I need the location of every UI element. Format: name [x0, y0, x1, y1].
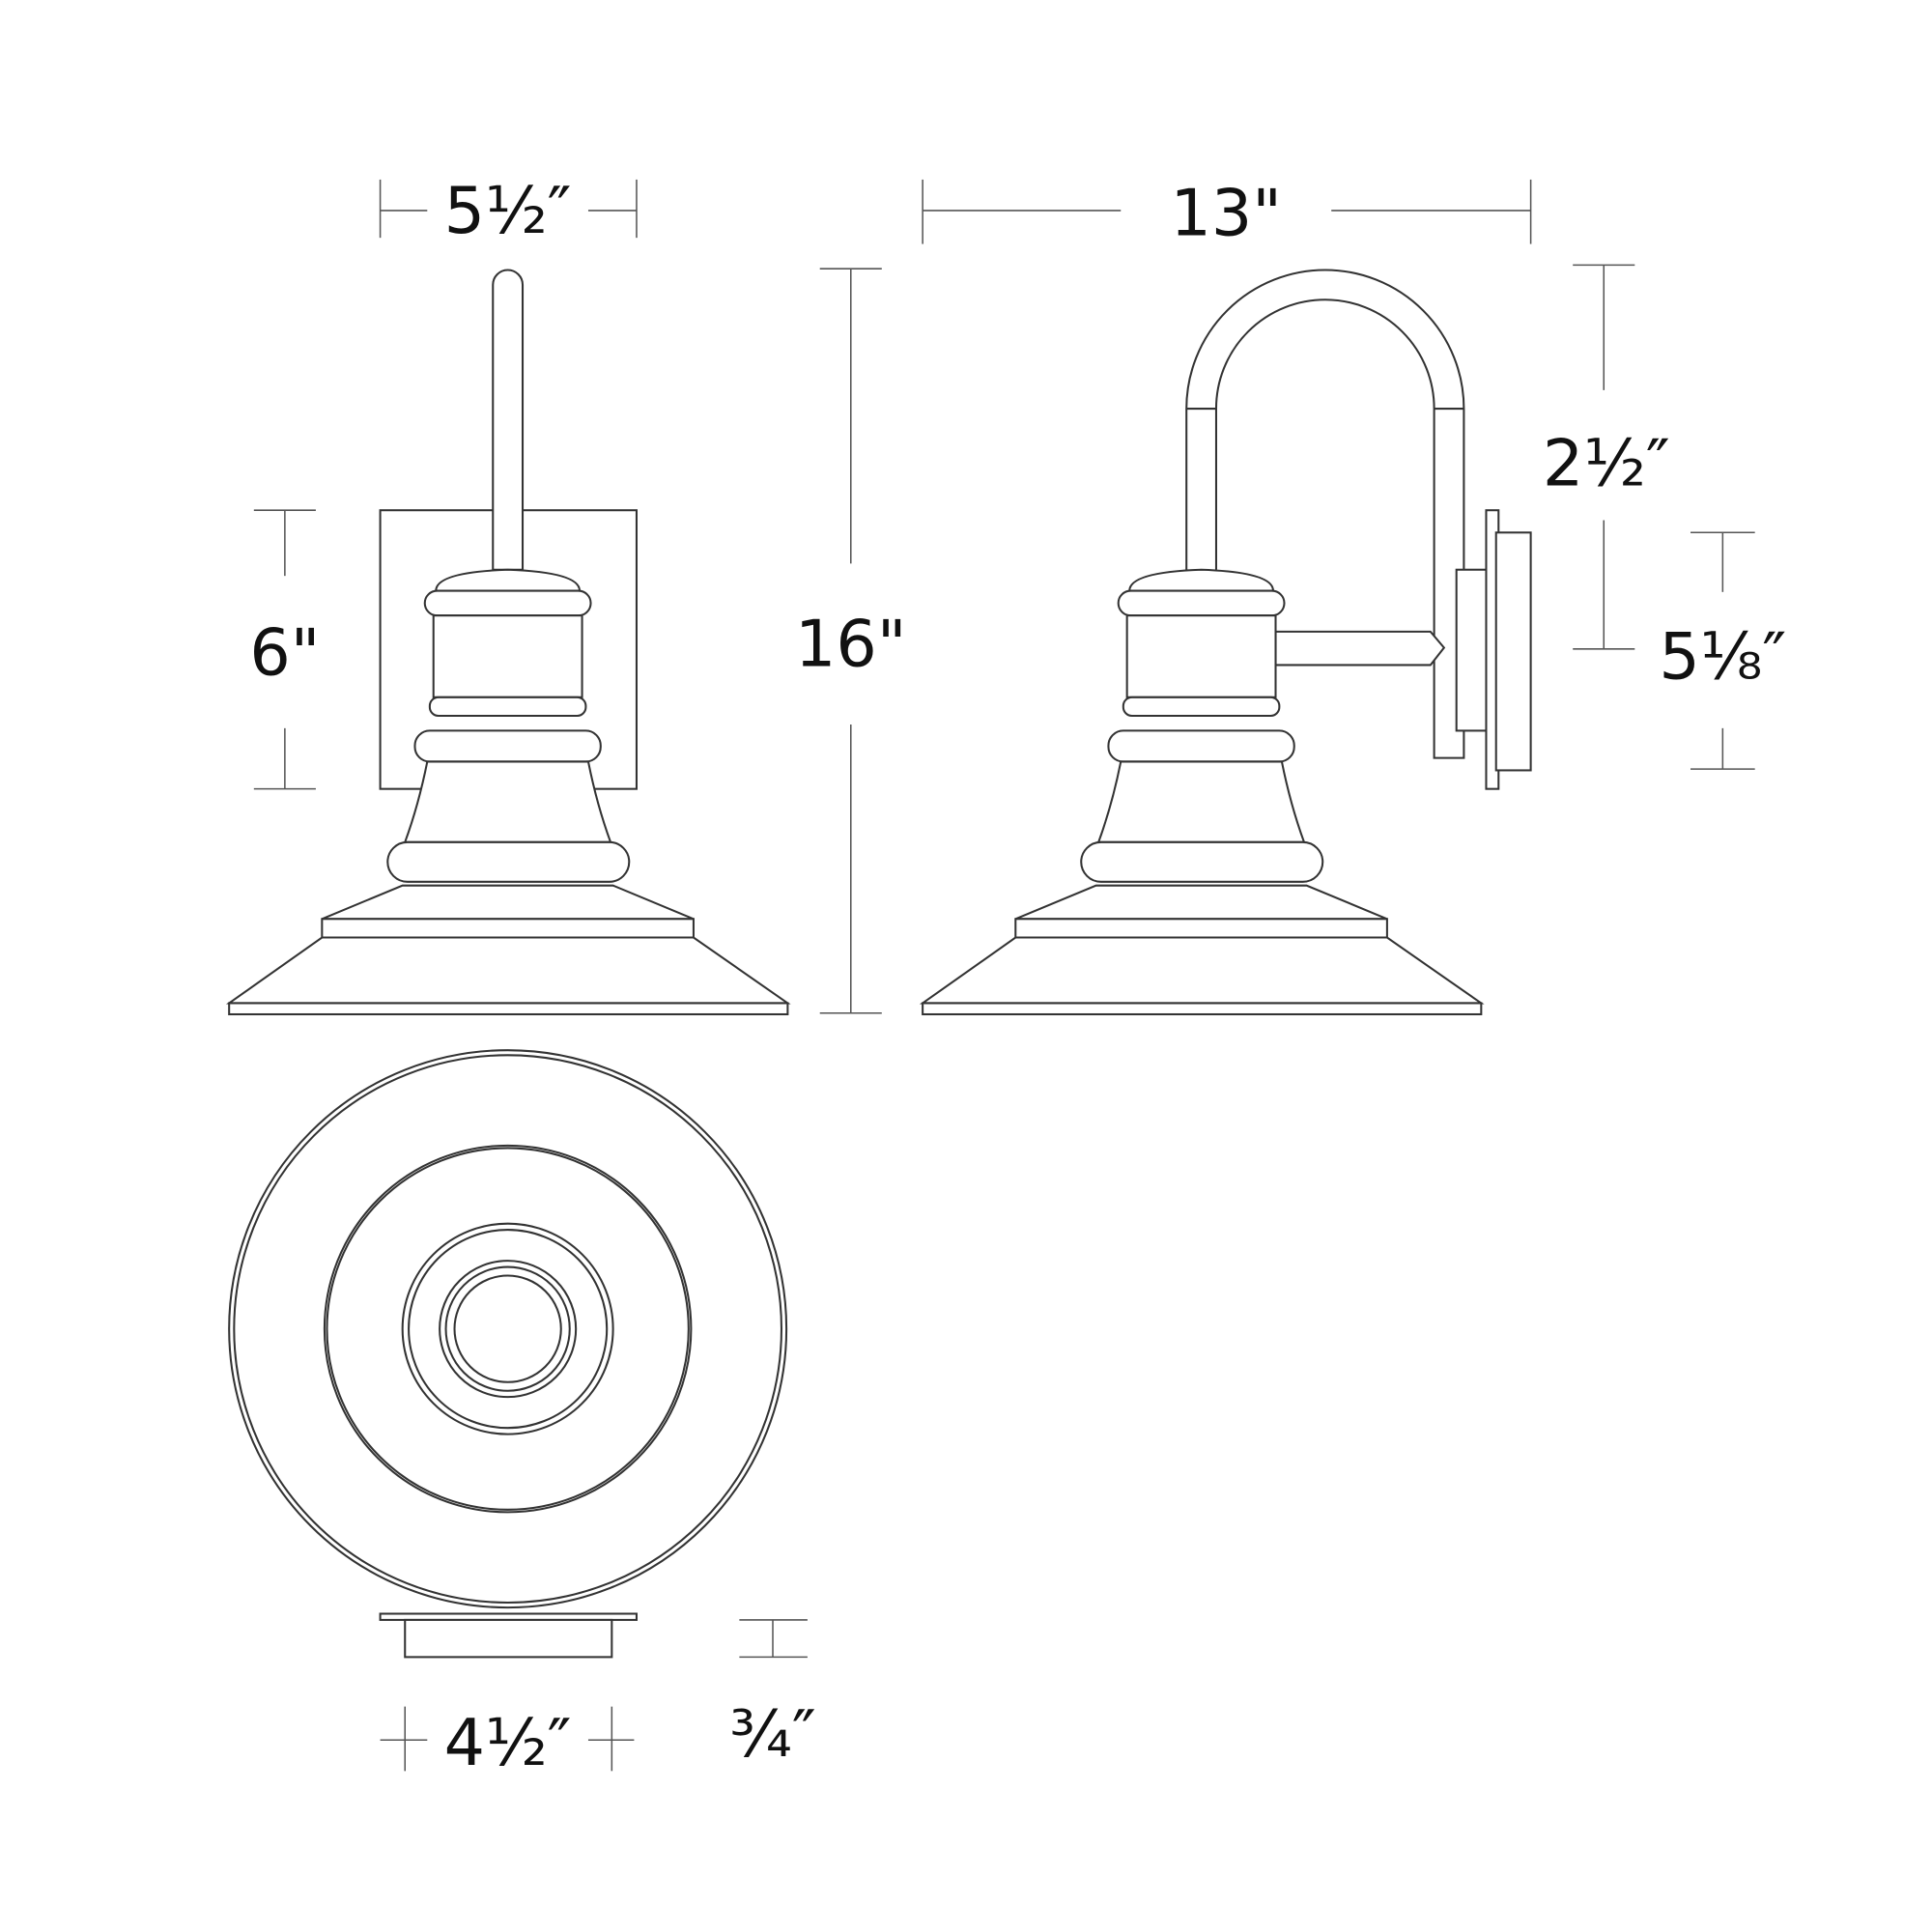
front-shade — [225, 936, 791, 1005]
front-width-label: 5½″ — [444, 173, 572, 248]
front-ring-3 — [413, 729, 602, 763]
dim-canopy-height: 5⅛″ — [1659, 531, 1786, 770]
bottom-view — [228, 1049, 788, 1659]
front-stem — [492, 269, 525, 571]
front-ring-4 — [386, 840, 631, 883]
bottom-socket — [453, 1274, 562, 1383]
front-neck — [403, 760, 612, 843]
canopy-height-label: 5⅛″ — [1659, 619, 1786, 695]
front-view — [225, 269, 791, 1016]
front-shade-top — [321, 884, 695, 921]
side-shade — [919, 936, 1485, 1005]
dim-canopy-width: 4½″ — [380, 1705, 635, 1780]
dim-overall-depth: 13" — [922, 176, 1532, 251]
front-ring-1 — [423, 589, 592, 617]
bottom-shade-outer — [228, 1049, 788, 1609]
dim-canopy-depth: ¾″ — [729, 1619, 816, 1772]
bottom-socket-ring — [401, 1222, 614, 1435]
side-canopy — [1494, 531, 1532, 772]
front-ring-2 — [428, 696, 587, 718]
dim-arm-offset: 2½″ — [1543, 264, 1670, 650]
side-body — [1125, 614, 1277, 698]
backplate-height-label: 6" — [249, 615, 320, 691]
dim-overall-height: 16" — [795, 268, 907, 1014]
canopy-width-label: 4½″ — [444, 1705, 572, 1780]
front-body — [432, 614, 583, 698]
canopy-depth-label: ¾″ — [729, 1696, 816, 1772]
dim-front-width: 5½″ — [379, 173, 638, 248]
front-shade-band — [321, 918, 695, 939]
front-cap — [435, 568, 582, 592]
overall-depth-label: 13" — [1170, 176, 1281, 251]
arm-offset-label: 2½″ — [1543, 426, 1670, 501]
bottom-shade-inner — [323, 1144, 693, 1514]
side-cap — [1128, 568, 1274, 592]
side-view — [919, 269, 1532, 1016]
overall-height-label: 16" — [795, 607, 906, 682]
bottom-canopy — [404, 1618, 613, 1659]
side-support-arm — [1274, 630, 1446, 667]
front-shade-rim — [228, 1002, 789, 1016]
dim-backplate-height: 6" — [249, 509, 320, 790]
